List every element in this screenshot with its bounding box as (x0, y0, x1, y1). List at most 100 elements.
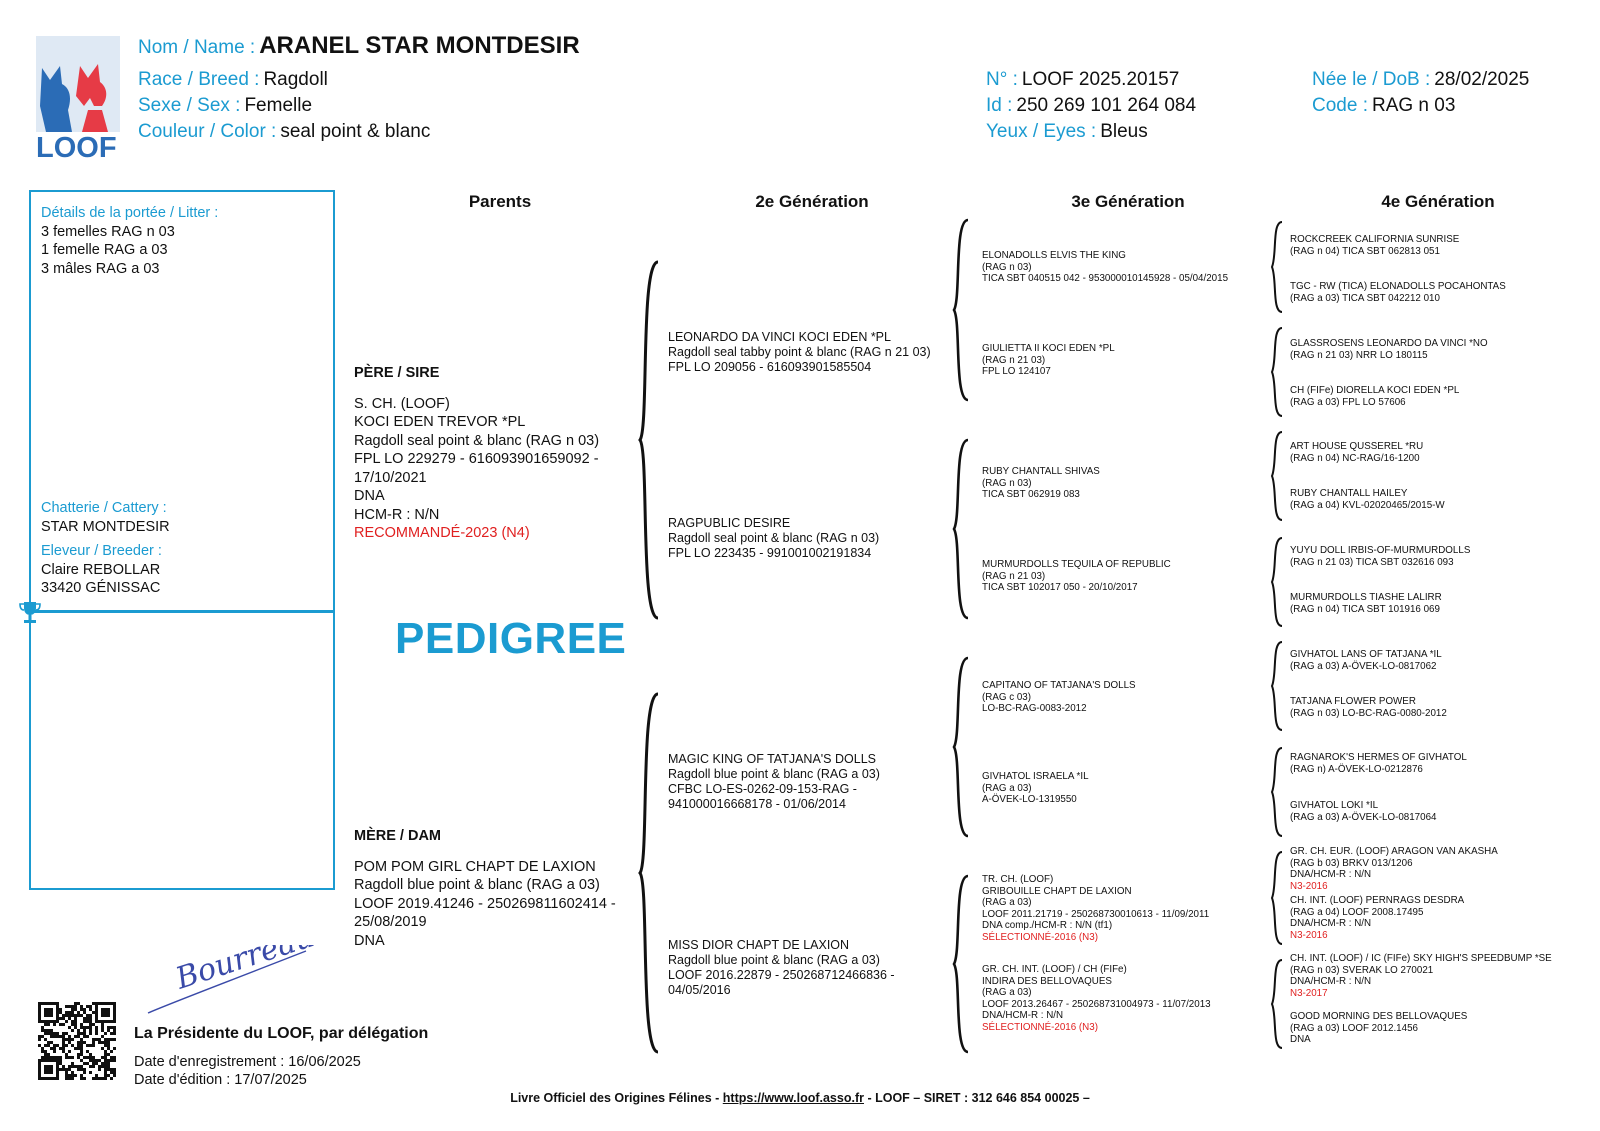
gen4-entry: TATJANA FLOWER POWER (RAG n 03) LO-BC-RA… (1290, 696, 1447, 719)
brace (1270, 747, 1283, 837)
dob-row: Née le / DoB :28/02/2025 (1312, 69, 1529, 91)
gen4-line: (RAG n 04) NC-RAG/16-1200 (1290, 452, 1420, 464)
cattery-block: Chatterie / Cattery : STAR MONTDESIR Ele… (41, 499, 170, 598)
gen3-entry: CAPITANO OF TATJANA'S DOLLS (RAG c 03) L… (982, 680, 1136, 715)
code-row: Code :RAG n 03 (1312, 95, 1455, 117)
breeder-city: 33420 GÉNISSAC (41, 580, 161, 596)
gen3-line: DNA comp./HCM-R : N/N (tf1) (982, 920, 1113, 931)
gen4-line: CH. INT. (LOOF) PERNRAGS DESDRA (1290, 895, 1465, 906)
gen3-award: SÉLECTIONNÉ-2016 (N3) (982, 931, 1098, 943)
gen4-line: (RAG b 03) BRKV 013/1206 (1290, 857, 1413, 869)
gen4-line: MURMURDOLLS TIASHE LALIRR (1290, 592, 1442, 603)
gen4-entry: CH. INT. (LOOF) / IC (FIFe) SKY HIGH'S S… (1290, 953, 1552, 999)
gen3-entry: GIVHATOL ISRAELA *IL (RAG a 03) A-ÖVEK-L… (982, 771, 1089, 806)
breeder-label: Eleveur / Breeder : (41, 543, 162, 559)
gen3-line: INDIRA DES BELLOVAQUES (982, 975, 1112, 987)
trophy-icon (19, 600, 41, 626)
litter-line: 3 femelles RAG n 03 (41, 223, 175, 240)
gen4-line: DNA (1290, 1034, 1311, 1045)
gen2-line: LOOF 2016.22879 - 250268712466836 - (668, 968, 895, 982)
gen3-line: TR. CH. (LOOF) (982, 874, 1054, 885)
gen3-line: GIULIETTA II KOCI EDEN *PL (982, 343, 1115, 354)
gen4-line: (RAG n 21 03) NRR LO 180115 (1290, 349, 1428, 361)
code-label: Code : (1312, 95, 1368, 116)
gen4-line: (RAG n 04) TICA SBT 062813 051 (1290, 245, 1440, 257)
breed-row: Race / Breed :Ragdoll (138, 69, 328, 91)
gen4-entry: GOOD MORNING DES BELLOVAQUES (RAG a 03) … (1290, 1011, 1467, 1046)
edition-date: Date d'édition : 17/07/2025 (134, 1072, 307, 1088)
litter-label: Détails de la portée / Litter : (41, 205, 219, 221)
column-header-parents: Parents (468, 192, 532, 211)
gen3-line: (RAG c 03) (982, 691, 1031, 703)
logo-text: LOOF (36, 132, 117, 164)
gen4-entry: RAGNAROK'S HERMES OF GIVHATOL (RAG n) A-… (1290, 752, 1467, 775)
gen3-line: TICA SBT 040515 042 - 953000010145928 - … (982, 273, 1229, 284)
gen3-entry: ELONADOLLS ELVIS THE KING (RAG n 03) TIC… (982, 250, 1228, 285)
gen2-entry: LEONARDO DA VINCI KOCI EDEN *PL Ragdoll … (668, 330, 931, 375)
dam-line: DNA (354, 932, 385, 949)
sire-award: RECOMMANDÉ-2023 (N4) (354, 525, 530, 541)
gen4-entry: CH (FIFe) DIORELLA KOCI EDEN *PL (RAG a … (1290, 385, 1459, 408)
footer-link[interactable]: https://www.loof.asso.fr (722, 1091, 864, 1105)
gen3-line: GRIBOUILLE CHAPT DE LAXION (982, 885, 1132, 897)
gen4-line: ART HOUSE QUSSEREL *RU (1290, 441, 1424, 452)
gen3-line: ELONADOLLS ELVIS THE KING (982, 250, 1126, 261)
litter-box (29, 190, 335, 890)
gen2-entry: MISS DIOR CHAPT DE LAXION Ragdoll blue p… (668, 938, 895, 998)
number-row: N° :LOOF 2025.20157 (986, 69, 1179, 91)
gen4-line: DNA/HCM-R : N/N (1290, 869, 1372, 880)
gen3-line: RUBY CHANTALL SHIVAS (982, 466, 1100, 477)
gen4-line: RUBY CHANTALL HAILEY (1290, 488, 1408, 499)
gen4-line: (RAG n 03) SVERAK LO 270021 (1290, 964, 1434, 976)
brace (638, 260, 659, 620)
footer-suffix: - LOOF – SIRET : 312 646 854 00025 – (863, 1091, 1090, 1105)
gen4-award: N3-2016 (1290, 880, 1328, 892)
sire-line: DNA (354, 488, 385, 504)
gen4-line: GIVHATOL LANS OF TATJANA *IL (1290, 649, 1442, 660)
breeder-name: Claire REBOLLAR (41, 561, 161, 578)
gen3-line: GIVHATOL ISRAELA *IL (982, 771, 1089, 782)
gen3-line: MURMURDOLLS TEQUILA OF REPUBLIC (982, 559, 1171, 570)
signature-image: Bourreau (146, 919, 319, 1020)
gen3-award: SÉLECTIONNÉ-2016 (N3) (982, 1021, 1098, 1033)
brace (952, 218, 969, 402)
sire-line: HCM-R : N/N (354, 506, 440, 523)
brace (1270, 959, 1283, 1049)
gen4-entry: GIVHATOL LOKI *IL (RAG a 03) A-ÖVEK-LO-0… (1290, 800, 1436, 823)
color-value: seal point & blanc (280, 121, 431, 142)
gen4-line: (RAG a 03) TICA SBT 042212 010 (1290, 292, 1440, 304)
gen3-line: TICA SBT 102017 050 - 20/10/2017 (982, 582, 1138, 593)
gen4-line: RAGNAROK'S HERMES OF GIVHATOL (1290, 752, 1467, 763)
gen3-line: DNA/HCM-R : N/N (982, 1010, 1064, 1021)
gen3-entry: TR. CH. (LOOF) GRIBOUILLE CHAPT DE LAXIO… (982, 874, 1209, 943)
dam-title: MÈRE / DAM (354, 828, 441, 844)
loof-cats-icon (36, 36, 120, 132)
brace (952, 656, 969, 838)
gen4-line: (RAG a 04) LOOF 2008.17495 (1290, 906, 1424, 918)
gen4-line: YUYU DOLL IRBIS-OF-MURMURDOLLS (1290, 545, 1471, 556)
gen3-entry: GIULIETTA II KOCI EDEN *PL (RAG n 21 03)… (982, 343, 1115, 378)
dob-label: Née le / DoB : (1312, 69, 1431, 90)
loof-logo: LOOF (36, 36, 126, 166)
qr-code (38, 1002, 116, 1080)
gen2-line: FPL LO 223435 - 991001002191834 (668, 546, 872, 560)
eyes-value: Bleus (1100, 121, 1148, 142)
brace (1270, 221, 1283, 313)
eyes-row: Yeux / Eyes :Bleus (986, 121, 1148, 143)
gen4-award: N3-2017 (1290, 987, 1328, 999)
gen4-line: DNA/HCM-R : N/N (1290, 918, 1372, 929)
footer: Livre Officiel des Origines Félines - ht… (0, 1091, 1600, 1105)
eyes-label: Yeux / Eyes : (986, 121, 1097, 142)
sire-line: FPL LO 229279 - 616093901659092 - (354, 451, 599, 467)
gen3-line: LOOF 2011.21719 - 250268730010613 - 11/0… (982, 908, 1210, 920)
gen4-line: (RAG n 04) TICA SBT 101916 069 (1290, 603, 1440, 615)
gen4-entry: MURMURDOLLS TIASHE LALIRR (RAG n 04) TIC… (1290, 592, 1442, 615)
dam-line: LOOF 2019.41246 - 250269811602414 - (354, 895, 616, 912)
dam-line: 25/08/2019 (354, 914, 427, 930)
gen4-line: (RAG a 04) KVL-02020465/2015-W (1290, 499, 1445, 511)
code-value: RAG n 03 (1371, 95, 1456, 116)
dam-line: POM POM GIRL CHAPT DE LAXION (354, 858, 596, 875)
gen4-line: TATJANA FLOWER POWER (1290, 696, 1416, 707)
name-value: ARANEL STAR MONTDESIR (259, 32, 580, 59)
gen4-line: (RAG n) A-ÖVEK-LO-0212876 (1290, 763, 1423, 775)
